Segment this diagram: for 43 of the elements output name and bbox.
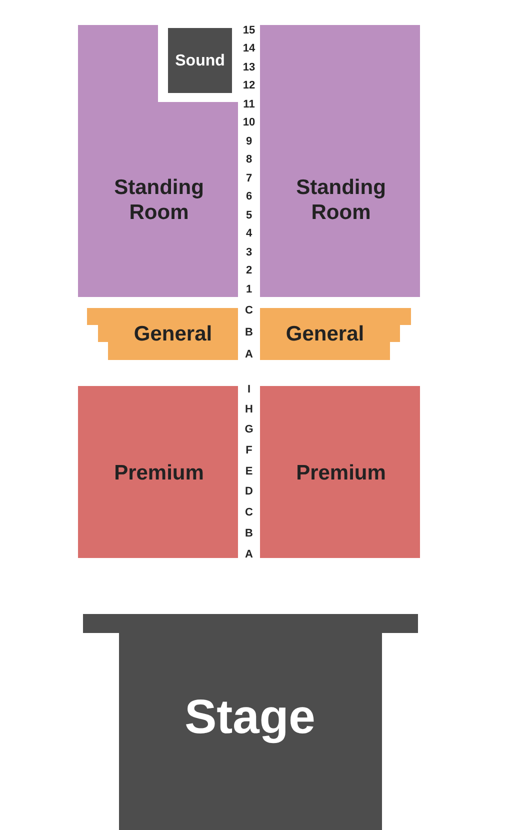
row-label: 4 bbox=[246, 228, 252, 240]
section-label: General bbox=[286, 321, 364, 347]
row-label: H bbox=[245, 404, 253, 416]
standing-area bbox=[260, 25, 420, 297]
row-label: 7 bbox=[246, 174, 252, 184]
stage bbox=[83, 614, 418, 830]
row-label: D bbox=[245, 486, 253, 498]
section-label: General bbox=[134, 321, 212, 347]
row-label: A bbox=[245, 550, 253, 560]
row-label: 11 bbox=[243, 100, 255, 110]
row-label: G bbox=[244, 424, 254, 436]
standing-area bbox=[78, 25, 238, 297]
row-label: 15 bbox=[242, 26, 256, 36]
premium-section bbox=[78, 386, 238, 558]
row-label: A bbox=[245, 350, 253, 360]
row-label: 1 bbox=[246, 284, 252, 296]
row-label: 12 bbox=[242, 80, 256, 92]
general-section bbox=[260, 308, 411, 360]
row-label: 5 bbox=[246, 210, 252, 222]
section-label: Sound bbox=[175, 51, 225, 71]
section-label: Premium bbox=[296, 460, 386, 486]
row-label: 13 bbox=[242, 62, 256, 74]
row-label: F bbox=[246, 446, 252, 456]
row-label: 14 bbox=[242, 44, 256, 54]
row-label: B bbox=[245, 528, 253, 540]
row-label: C bbox=[245, 508, 253, 518]
section-label: Premium bbox=[114, 460, 204, 486]
row-label: 6 bbox=[246, 192, 252, 202]
row-label: 3 bbox=[246, 248, 252, 258]
general-section bbox=[87, 308, 238, 360]
row-label: 2 bbox=[246, 266, 252, 276]
row-label: E bbox=[245, 466, 253, 478]
section-label: Standing Room bbox=[113, 174, 205, 226]
row-label: 8 bbox=[246, 154, 252, 166]
row-label: 9 bbox=[246, 136, 252, 148]
premium-section bbox=[260, 386, 420, 558]
section-label: Stage bbox=[184, 690, 316, 746]
sound-booth bbox=[168, 28, 232, 93]
row-label: I bbox=[247, 384, 251, 396]
row-label: 10 bbox=[242, 118, 256, 128]
row-label: C bbox=[245, 306, 253, 316]
section-label: Standing Room bbox=[295, 174, 387, 226]
row-label: B bbox=[245, 328, 253, 338]
